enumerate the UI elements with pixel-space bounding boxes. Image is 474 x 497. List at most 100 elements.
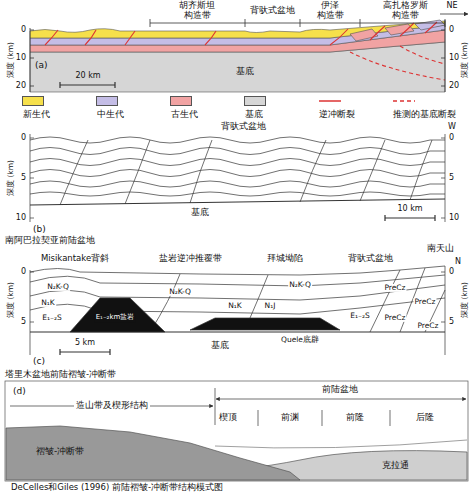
figure-label: 5 km: [74, 339, 96, 348]
axis-line: [150, 19, 445, 27]
section-c: [30, 266, 445, 355]
figure-label: (c): [32, 357, 46, 367]
thrust-fault: [205, 31, 216, 45]
section-b: [30, 134, 34, 222]
figure-label: 伊泽 构造带: [316, 1, 345, 21]
thrust-fault: [45, 22, 445, 80]
model-d: [5, 381, 468, 481]
figure-label: N: [454, 258, 462, 267]
figure-label: (b): [32, 225, 47, 235]
figure-label: 5: [448, 174, 455, 183]
figure-label: N₂K-Q: [168, 288, 192, 296]
figure-label: 背驮式盆地: [347, 254, 394, 263]
figure-label: 20: [15, 82, 27, 91]
figure-label: 造山带及楔形结构: [75, 401, 149, 411]
legend-text: 基底: [244, 110, 264, 120]
legend-line-sample: [318, 96, 342, 106]
section-b: [30, 134, 445, 222]
figure-label: 5: [448, 318, 455, 327]
figure-label: PreCz: [383, 284, 406, 292]
figure-label: 楔顶: [218, 413, 238, 423]
thrust-fault: [425, 22, 437, 33]
legend-swatch: [170, 96, 192, 106]
thrust-fault: [350, 52, 445, 80]
section-b: [441, 134, 445, 222]
figure-label: PreCz: [416, 322, 439, 330]
figure-label: 深度 (km): [7, 159, 15, 197]
thrust-fault: [85, 30, 96, 45]
legend-text: 中生代: [96, 110, 125, 120]
section-b: [30, 181, 445, 187]
figure-label: 前渊: [280, 413, 300, 423]
section-c: [190, 318, 340, 330]
axis-line: [30, 14, 468, 92]
figure-label: 20: [448, 82, 460, 91]
section-b: [30, 148, 445, 155]
axis-line: [60, 82, 115, 88]
legend-line-sample: [319, 100, 341, 102]
figure-label: Misikantake背斜: [40, 254, 110, 263]
figure-label: 10: [15, 214, 27, 223]
thrust-fault: [400, 23, 414, 36]
figure-label: 0: [20, 268, 27, 277]
figure-label: PreCz: [383, 314, 406, 322]
figure-label: N₁J: [264, 302, 277, 310]
thrust-fault: [45, 30, 58, 45]
figure-label: 深度 (km): [7, 281, 15, 319]
section-c: [150, 268, 445, 332]
legend-text: 推测的基底断裂: [392, 110, 457, 120]
figure-label: 0: [448, 26, 455, 35]
section-c: [441, 266, 445, 355]
legend-swatch: [244, 96, 266, 106]
legend-text: 逆冲断裂: [318, 110, 356, 120]
figure-label: 褶皱-冲断带: [35, 447, 85, 457]
figure-label: 深度 (km): [461, 281, 469, 319]
section-b: [30, 159, 445, 166]
figure-label: (a): [34, 61, 49, 71]
section-a: [30, 20, 445, 92]
figure-label: NE: [445, 2, 458, 11]
figure-label: 胡齐斯坦 构造带: [178, 1, 216, 21]
figure-label: 南天山: [426, 244, 455, 253]
figure-label: 后隆: [415, 413, 435, 423]
figure-label: PreCz: [413, 298, 436, 306]
figure-label: E₁₋₂S: [41, 314, 62, 322]
figure-label: 深度 (km): [7, 41, 15, 79]
figure-label: 0: [448, 268, 455, 277]
figure-label: 盐岩逆冲推覆带: [158, 254, 223, 263]
figure-label: 克拉通: [381, 461, 410, 471]
figure-label: N₁K: [227, 302, 243, 310]
figure-label: 10 km: [396, 205, 423, 214]
figure-label: N₂K-Q: [46, 283, 70, 291]
figure-label: 20 km: [74, 72, 101, 81]
figure-label: E₁₋₂km盐岩: [95, 314, 136, 322]
figure-label: 基底: [235, 67, 255, 77]
figure-label: 5: [20, 318, 27, 327]
figure-label: 0: [20, 26, 27, 35]
section-b: [385, 215, 435, 221]
model-d: [215, 440, 467, 448]
figure-label: E₁₋₂S: [349, 312, 370, 320]
section-a: [385, 24, 414, 35]
section-c: [30, 270, 34, 355]
section-b: [30, 137, 445, 143]
figure-label: 5: [20, 174, 27, 183]
figure-label: 背驮式盆地: [220, 122, 267, 132]
legend-text: 古生代: [170, 110, 199, 120]
figure-label: N₂K-Q: [288, 281, 312, 289]
model-d: [216, 399, 466, 400]
figure-label: DeCelles和Giles (1996) 前陆褶皱-冲断带结构模式图: [10, 483, 224, 492]
thrust-fault: [400, 46, 445, 64]
figure-label: 高扎格罗斯 构造带: [382, 1, 429, 21]
thrust-fault: [330, 29, 348, 45]
section-c: [70, 298, 165, 332]
axis-line: [30, 28, 34, 92]
figure-label: N₁K: [40, 299, 56, 307]
axis-line: [440, 14, 468, 15]
thrust-fault: [370, 26, 385, 40]
thrust-fault: [125, 31, 135, 45]
section-b: [30, 170, 445, 177]
section-a: [350, 29, 378, 41]
figure-label: 10: [448, 214, 460, 223]
